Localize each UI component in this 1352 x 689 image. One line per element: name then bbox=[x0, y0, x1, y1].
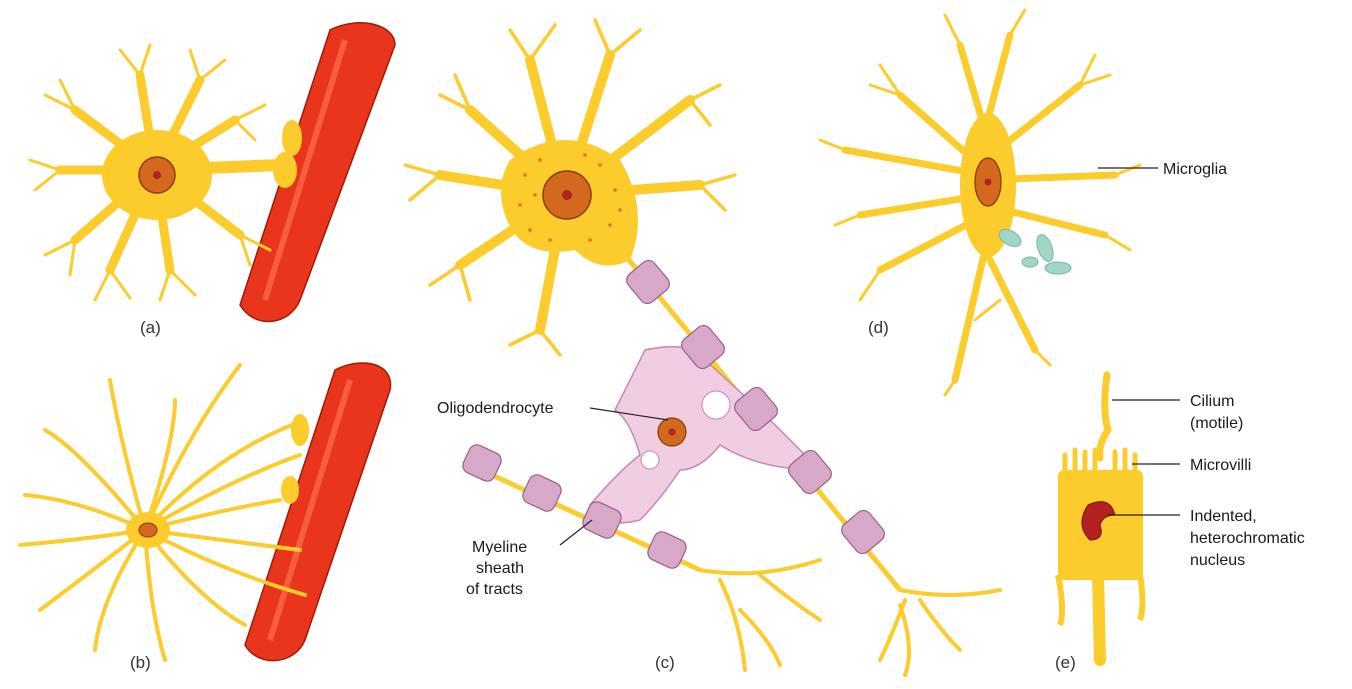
label-microglia: Microglia bbox=[1163, 161, 1227, 178]
panel-a-protoplasmic-astrocyte: (a) bbox=[30, 23, 395, 337]
blood-vessel-b bbox=[245, 363, 391, 661]
label-microvilli: Microvilli bbox=[1190, 457, 1251, 474]
panel-label-d: (d) bbox=[868, 318, 889, 337]
panel-e-ependymal-cell: Cilium (motile) Microvilli Indented, het… bbox=[1055, 375, 1305, 672]
label-myeline-line-3: of tracts bbox=[466, 581, 523, 598]
label-oligodendrocyte: Oligodendrocyte bbox=[437, 400, 554, 417]
label-nucleus-line-3: nucleus bbox=[1190, 552, 1245, 569]
blood-vessel-a bbox=[240, 23, 395, 322]
label-cilium-line-2: (motile) bbox=[1190, 415, 1243, 432]
cilium bbox=[1100, 375, 1108, 458]
panel-d-microglia: Microglia (d) bbox=[820, 10, 1227, 395]
panel-label-e: (e) bbox=[1055, 653, 1076, 672]
oligodendrocyte-cell bbox=[590, 347, 820, 523]
panel-label-a: (a) bbox=[140, 318, 161, 337]
label-myeline-line-2: sheath bbox=[476, 560, 524, 577]
label-cilium-line-1: Cilium bbox=[1190, 393, 1234, 410]
label-myeline-line-1: Myeline bbox=[472, 539, 527, 556]
phagocytosed-debris bbox=[996, 226, 1071, 274]
nucleus-b bbox=[139, 523, 157, 537]
label-nucleus-line-2: heterochromatic bbox=[1190, 530, 1305, 547]
panel-b-fibrous-astrocyte: (b) bbox=[20, 363, 391, 672]
label-nucleus-line-1: Indented, bbox=[1190, 508, 1257, 525]
panel-label-b: (b) bbox=[130, 653, 151, 672]
panel-c-oligodendrocyte: Oligodendrocyte Myeline sheath of tracts… bbox=[405, 20, 1000, 675]
panel-label-c: (c) bbox=[655, 653, 675, 672]
